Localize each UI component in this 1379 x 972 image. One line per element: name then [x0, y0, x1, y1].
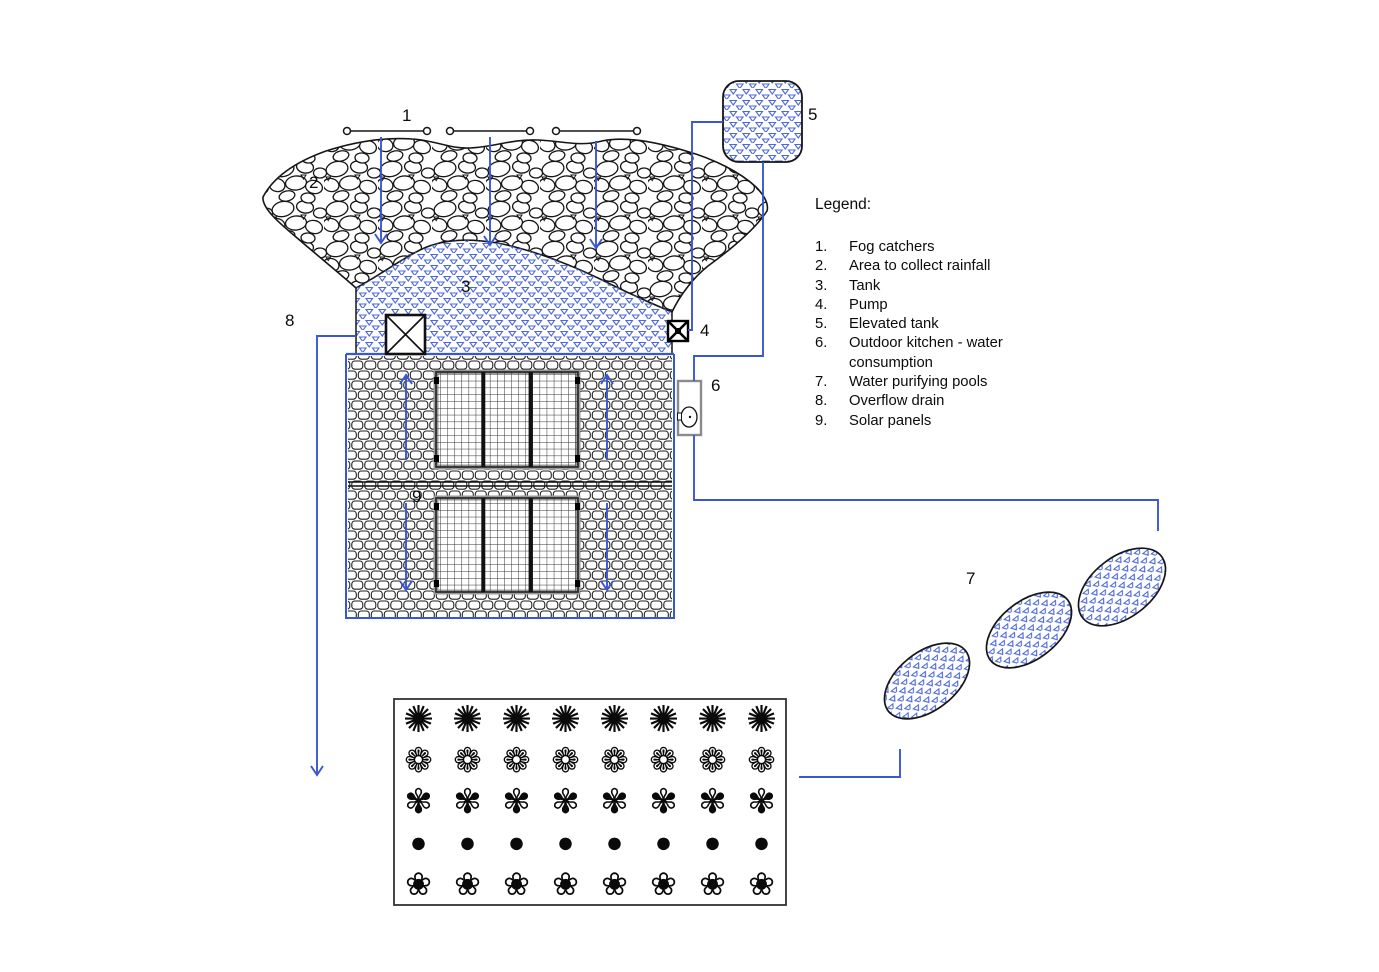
spiky-plant-icon: ✺ [696, 699, 728, 741]
daisy-outline-plant-icon: ❀ [699, 866, 726, 903]
label-tank: 3 [461, 277, 471, 296]
overflow-drain-pipe [310, 335, 356, 777]
legend-item-number: 2. [815, 258, 828, 275]
legend-item-number: 8. [815, 393, 828, 410]
shrub-plant-icon: ✾ [747, 782, 776, 821]
petal-flower-plant-icon: ❁ [502, 741, 531, 780]
daisy-outline-plant-icon: ❀ [454, 866, 481, 903]
garden-plot [393, 698, 787, 906]
pipe-pools-to-garden [799, 749, 901, 778]
legend-item: 5. Elevated tank [815, 315, 1055, 334]
label-rain-area: 2 [309, 173, 319, 192]
petal-flower-plant-icon: ❁ [551, 741, 580, 780]
label-purifying-pools: 7 [966, 569, 976, 588]
legend-item-text: Water purifying pools [849, 374, 988, 391]
daisy-outline-plant-icon: ❀ [503, 866, 530, 903]
petal-flower-plant-icon: ❁ [698, 741, 727, 780]
spiky-plant-icon: ✺ [500, 699, 532, 741]
legend-item: 1. Fog catchers [815, 238, 1055, 257]
legend-item-text: Solar panels [849, 412, 932, 429]
shrub-plant-icon: ✾ [698, 782, 727, 821]
tree-canopy-plant-icon: ● [654, 826, 673, 859]
tree-canopy-plant-icon: ● [605, 826, 624, 859]
shrub-plant-icon: ✾ [600, 782, 629, 821]
daisy-outline-plant-icon: ❀ [601, 866, 628, 903]
garden-grid: ✺✺✺✺✺✺✺✺❁❁❁❁❁❁❁❁✾✾✾✾✾✾✾✾●●●●●●●●❀❀❀❀❀❀❀❀ [394, 699, 786, 905]
legend: Legend: 1. Fog catchers 2. Area to collect … [815, 196, 1055, 431]
tank-hatch [384, 313, 427, 356]
daisy-outline-plant-icon: ❀ [552, 866, 579, 903]
legend-item-number: 7. [815, 374, 828, 391]
petal-flower-plant-icon: ❁ [649, 741, 678, 780]
tree-canopy-plant-icon: ● [409, 826, 428, 859]
purifying-pools [883, 547, 1167, 720]
tree-canopy-plant-icon: ● [458, 826, 477, 859]
legend-item: 4. Pump [815, 296, 1055, 315]
legend-title: Legend: [815, 196, 872, 213]
legend-item-number: 1. [815, 239, 828, 255]
petal-flower-plant-icon: ❁ [600, 741, 629, 780]
elevated-tank [722, 80, 803, 163]
legend-item: 6. Outdoor kitchen - water consumption [815, 334, 1055, 373]
flow-arrows [374, 137, 614, 592]
spiky-plant-icon: ✺ [647, 699, 679, 741]
floor-divider [348, 481, 672, 487]
label-pump: 4 [700, 321, 710, 340]
legend-item-text: Elevated tank [849, 316, 939, 333]
legend-item-number: 4. [815, 296, 828, 313]
pipe-kitchen-to-pools [693, 435, 1159, 531]
shrub-plant-icon: ✾ [649, 782, 678, 821]
building-water-outline [345, 354, 675, 619]
tree-canopy-plant-icon: ● [507, 826, 526, 859]
pipe-pump-to-elevated-tank [688, 121, 723, 331]
daisy-outline-plant-icon: ❀ [405, 866, 432, 903]
legend-item-number: 6. [815, 335, 828, 352]
shrub-plant-icon: ✾ [502, 782, 531, 821]
petal-flower-plant-icon: ❁ [404, 741, 433, 780]
legend-item-text: Overflow drain [849, 393, 945, 410]
legend-item: 7. Water purifying pools [815, 373, 1055, 392]
tree-canopy-plant-icon: ● [752, 826, 771, 859]
legend-item: 8. Overflow drain [815, 392, 1055, 411]
solar-panel-lower [433, 495, 581, 595]
legend-item-number: 3. [815, 277, 828, 294]
pump [666, 319, 690, 343]
legend-item: 9. Solar panels [815, 412, 1055, 431]
petal-flower-plant-icon: ❁ [453, 741, 482, 780]
spiky-plant-icon: ✺ [598, 699, 630, 741]
legend-item-number: 9. [815, 412, 828, 429]
petal-flower-plant-icon: ❁ [747, 741, 776, 780]
daisy-outline-plant-icon: ❀ [650, 866, 677, 903]
tree-canopy-plant-icon: ● [703, 826, 722, 859]
label-fog-catchers: 1 [402, 106, 412, 125]
outdoor-kitchen [676, 379, 703, 437]
label-elevated-tank: 5 [808, 105, 818, 124]
solar-panel-upper [433, 369, 581, 470]
spiky-plant-icon: ✺ [549, 699, 581, 741]
label-overflow-drain: 8 [285, 311, 295, 330]
legend-item-text: Pump [849, 296, 888, 313]
shrub-plant-icon: ✾ [551, 782, 580, 821]
legend-item-text: Tank [849, 277, 881, 294]
label-outdoor-kitchen: 6 [711, 376, 721, 395]
legend-item-text: Fog catchers [849, 239, 935, 255]
fog-catchers [342, 126, 642, 136]
spiky-plant-icon: ✺ [402, 699, 434, 741]
legend-item-number: 5. [815, 316, 828, 333]
shrub-plant-icon: ✾ [404, 782, 433, 821]
spiky-plant-icon: ✺ [745, 699, 777, 741]
daisy-outline-plant-icon: ❀ [748, 866, 775, 903]
tree-canopy-plant-icon: ● [556, 826, 575, 859]
pipe-tank-to-kitchen [693, 162, 764, 381]
legend-item: 3. Tank [815, 277, 1055, 296]
legend-item-text: Area to collect rainfall [849, 258, 991, 275]
piping [310, 121, 1159, 778]
spiky-plant-icon: ✺ [451, 699, 483, 741]
shrub-plant-icon: ✾ [453, 782, 482, 821]
label-solar-panels: 9 [412, 487, 422, 506]
legend-items: 1. Fog catchers 2. Area to collect rainfall… [815, 238, 1055, 431]
legend-item: 2. Area to collect rainfall [815, 257, 1055, 276]
legend-item-text: Outdoor kitchen - water consumption [849, 335, 1003, 371]
